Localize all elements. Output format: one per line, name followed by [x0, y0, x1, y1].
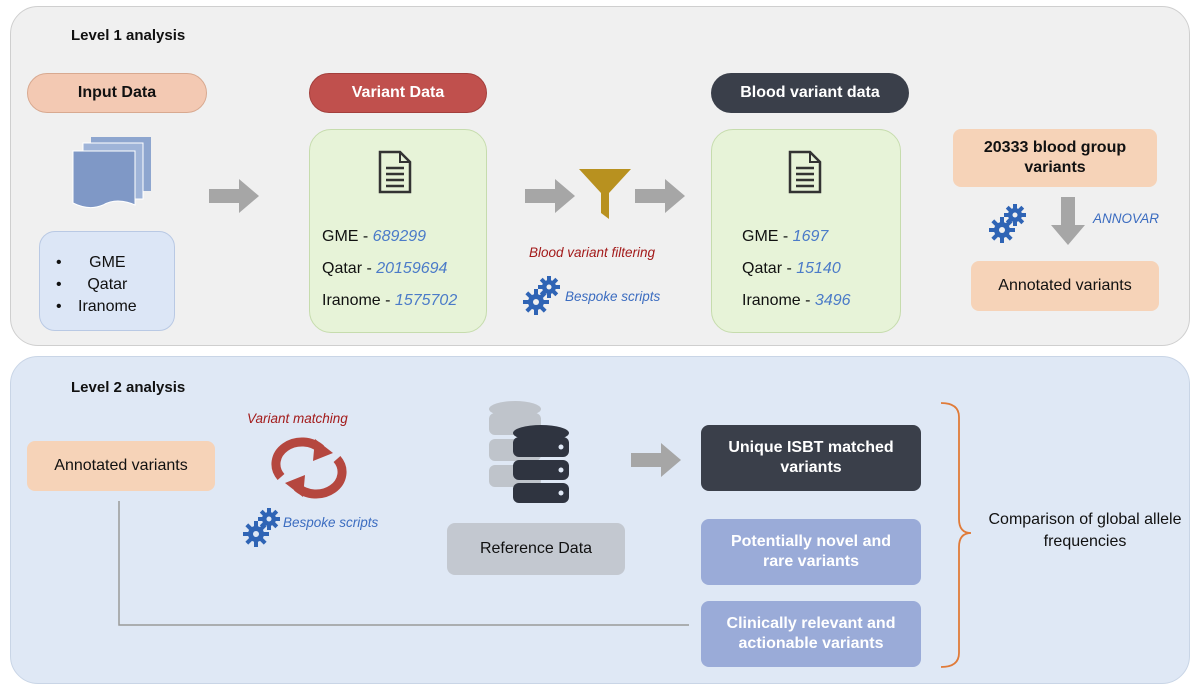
blood-variant-filtering-note: Blood variant filtering [529, 245, 656, 260]
reference-data-box: Reference Data [447, 523, 625, 575]
unique-isbt-matched-variants-label: Unique ISBT matched variants [728, 439, 894, 476]
input-sources-list: GME Qatar Iranome [50, 252, 137, 318]
gears-icon [523, 276, 560, 315]
blood-group-variants-count-box: 20333 blood group variants [953, 129, 1157, 187]
row-name: Iranome - [742, 292, 815, 309]
sync-arrows-icon [271, 437, 347, 499]
list-item: GME [50, 252, 137, 274]
variant-data-box: GME - 689299 Qatar - 20159694 Iranome - … [309, 129, 487, 333]
variant-data-pill: Variant Data [309, 73, 487, 113]
gears-icon [243, 508, 280, 547]
row-name: Iranome - [322, 292, 395, 309]
potentially-novel-rare-variants-label: Potentially novel and rare variants [730, 533, 892, 570]
flow-arrow-icon [525, 179, 575, 213]
blood-variant-data-label: Blood variant data [740, 84, 880, 101]
blood-variant-data-pill: Blood variant data [711, 73, 909, 113]
flow-arrow-icon [631, 443, 681, 477]
flow-arrow-icon [635, 179, 685, 213]
gears-icon [989, 204, 1026, 243]
annotated-variants-box: Annotated variants [971, 261, 1159, 311]
annotated-variants-label: Annotated variants [54, 457, 188, 474]
connector-line [118, 501, 689, 626]
level-1-title: Level 1 analysis [71, 27, 186, 44]
bracket-icon [940, 402, 972, 668]
annotated-variants-box: Annotated variants [27, 441, 215, 491]
variant-data-label: Variant Data [351, 84, 445, 101]
row-value: 3496 [814, 292, 851, 309]
blood-row-qatar: Qatar - 15140 [742, 260, 841, 278]
filter-funnel-icon [579, 169, 631, 219]
clinically-relevant-actionable-variants-box: Clinically relevant and actionable varia… [701, 601, 921, 667]
variant-matching-note: Variant matching [247, 411, 348, 426]
flow-arrow-icon [209, 179, 259, 213]
potentially-novel-rare-variants-box: Potentially novel and rare variants [701, 519, 921, 585]
bespoke-scripts-note: Bespoke scripts [565, 289, 661, 304]
comparison-global-allele-frequencies: Comparison of global allele frequencies [988, 511, 1182, 550]
row-name: GME - [322, 228, 373, 245]
list-item: Iranome [50, 296, 137, 318]
document-icon [788, 150, 822, 194]
variant-row-gme: GME - 689299 [322, 228, 426, 246]
blood-group-variants-count: 20333 blood group variants [983, 139, 1127, 176]
level-2-panel: Level 2 analysis Annotated variants Vari… [10, 356, 1190, 684]
level-1-panel: Level 1 analysis Input Data GME Qatar Ir… [10, 6, 1190, 346]
level-2-title: Level 2 analysis [71, 379, 186, 396]
row-name: GME - [742, 228, 793, 245]
row-value: 15140 [796, 260, 841, 277]
list-item: Qatar [50, 274, 137, 296]
annotated-variants-label: Annotated variants [998, 277, 1132, 294]
variant-row-iranome: Iranome - 1575702 [322, 292, 457, 310]
input-data-pill: Input Data [27, 73, 207, 113]
unique-isbt-matched-variants-box: Unique ISBT matched variants [701, 425, 921, 491]
annovar-note: ANNOVAR [1093, 211, 1160, 226]
input-sources-box: GME Qatar Iranome [39, 231, 175, 331]
variant-row-qatar: Qatar - 20159694 [322, 260, 447, 278]
row-value: 1575702 [394, 292, 458, 309]
input-data-label: Input Data [77, 84, 157, 101]
row-value: 1697 [792, 228, 829, 245]
row-name: Qatar - [322, 260, 377, 277]
blood-variant-data-box: GME - 1697 Qatar - 15140 Iranome - 3496 [711, 129, 901, 333]
reference-data-label: Reference Data [479, 540, 593, 557]
row-name: Qatar - [742, 260, 797, 277]
row-value: 20159694 [376, 260, 448, 277]
database-icon [489, 401, 569, 503]
blood-row-iranome: Iranome - 3496 [742, 292, 851, 310]
document-stack-icon [72, 137, 151, 209]
document-icon [378, 150, 412, 194]
bespoke-scripts-note: Bespoke scripts [283, 515, 379, 530]
blood-row-gme: GME - 1697 [742, 228, 828, 246]
down-arrow-icon [1051, 197, 1085, 245]
row-value: 689299 [372, 228, 427, 245]
clinically-relevant-actionable-variants-label: Clinically relevant and actionable varia… [726, 615, 896, 652]
